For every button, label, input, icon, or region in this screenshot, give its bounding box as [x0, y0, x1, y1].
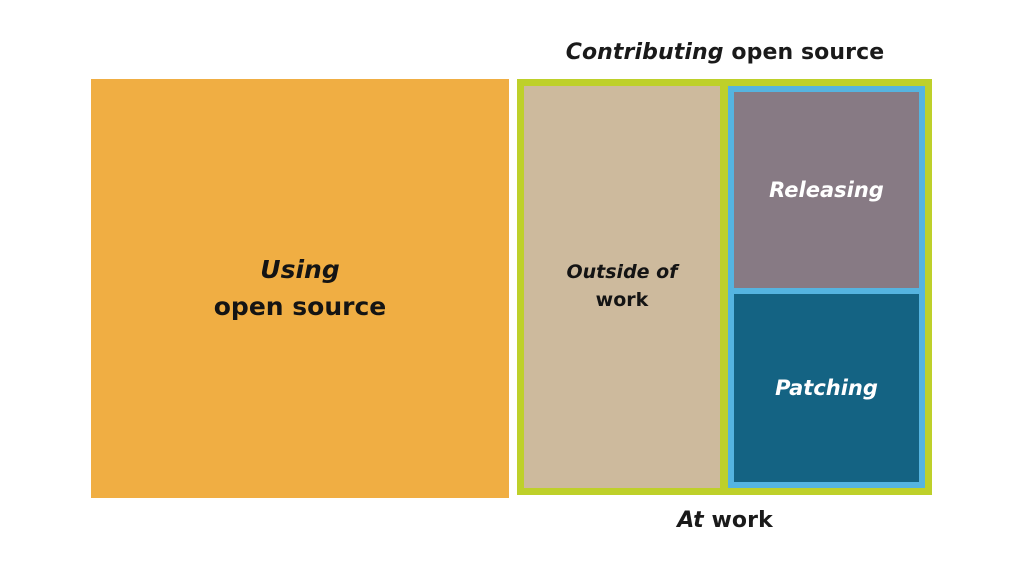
patching-block[interactable]: Patching	[734, 294, 919, 482]
at-work-block[interactable]: Releasing Patching	[728, 86, 925, 488]
outside-of-work-label: Outside of work	[566, 259, 677, 314]
at-work-inner-divider	[734, 288, 919, 294]
contributing-open-source-label: Contributing open source	[518, 40, 932, 65]
contributing-rest-text: open source	[723, 40, 885, 65]
using-open-source-block[interactable]: Using open source	[91, 79, 509, 498]
using-rest-text: open source	[213, 291, 387, 321]
at-work-label: At work	[518, 508, 932, 533]
outside-rest-text: work	[595, 289, 649, 311]
releasing-block[interactable]: Releasing	[734, 92, 919, 288]
at-work-rest-text: work	[703, 508, 773, 533]
using-emphasis-text: Using	[260, 255, 340, 285]
using-open-source-label: Using open source	[214, 252, 387, 325]
contributing-emphasis-text: Contributing	[565, 40, 724, 65]
releasing-label: Releasing	[769, 178, 884, 202]
at-work-emphasis-text: At	[677, 508, 704, 533]
outside-emphasis-text: Outside of	[566, 261, 678, 284]
outside-of-work-block[interactable]: Outside of work	[524, 86, 720, 488]
patching-label: Patching	[775, 376, 878, 400]
contributing-open-source-block[interactable]: Outside of work Releasing Patching	[517, 79, 932, 495]
block-gap-divider	[720, 86, 728, 488]
